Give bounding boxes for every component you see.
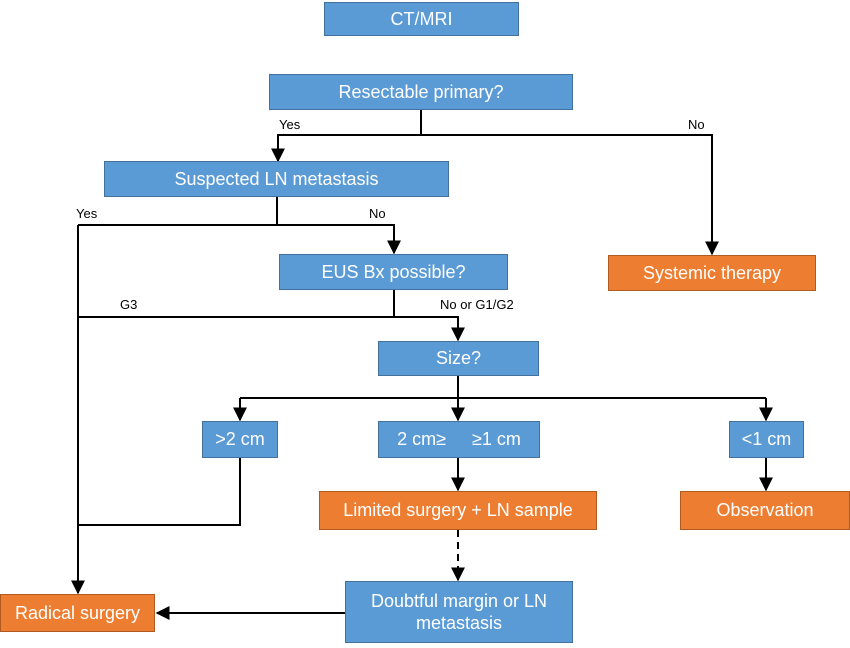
connector-resectable-yes: [271, 110, 422, 163]
label-ln-yes: Yes: [76, 206, 98, 221]
node-radical-surgery: Radical surgery: [0, 594, 155, 632]
node-eus-bx-possible: EUS Bx possible?: [279, 254, 508, 290]
node-size-gt-2cm: >2 cm: [202, 421, 278, 458]
size-mid-upper-label: 2 cm≥: [397, 429, 446, 450]
node-size-2cm-to-1cm: 2 cm≥ ≥1 cm: [378, 421, 540, 458]
node-suspected-ln-metastasis: Suspected LN metastasis: [104, 161, 449, 197]
node-resectable-primary: Resectable primary?: [269, 74, 573, 110]
node-doubtful-margin: Doubtful margin or LN metastasis: [345, 581, 573, 643]
connector-gt2-to-radical: [78, 458, 241, 526]
label-eus-g3: G3: [120, 297, 138, 312]
node-systemic-therapy: Systemic therapy: [608, 255, 816, 291]
connector-resectable-no: [421, 134, 719, 256]
node-size-lt-1cm: <1 cm: [729, 421, 804, 458]
node-size: Size?: [378, 341, 539, 376]
label-eus-no-g1-g2: No or G1/G2: [440, 297, 514, 312]
node-observation: Observation: [680, 491, 850, 530]
node-ct-mri: CT/MRI: [324, 2, 519, 36]
connector-ln-no: [277, 224, 401, 255]
node-limited-surgery: Limited surgery + LN sample: [319, 491, 597, 530]
label-resectable-no: No: [688, 117, 705, 132]
connector-eus-no: [394, 316, 465, 342]
label-resectable-yes: Yes: [279, 117, 301, 132]
size-mid-lower-label: ≥1 cm: [472, 429, 521, 450]
label-ln-no: No: [369, 206, 386, 221]
connector-ln-split: [78, 197, 278, 226]
